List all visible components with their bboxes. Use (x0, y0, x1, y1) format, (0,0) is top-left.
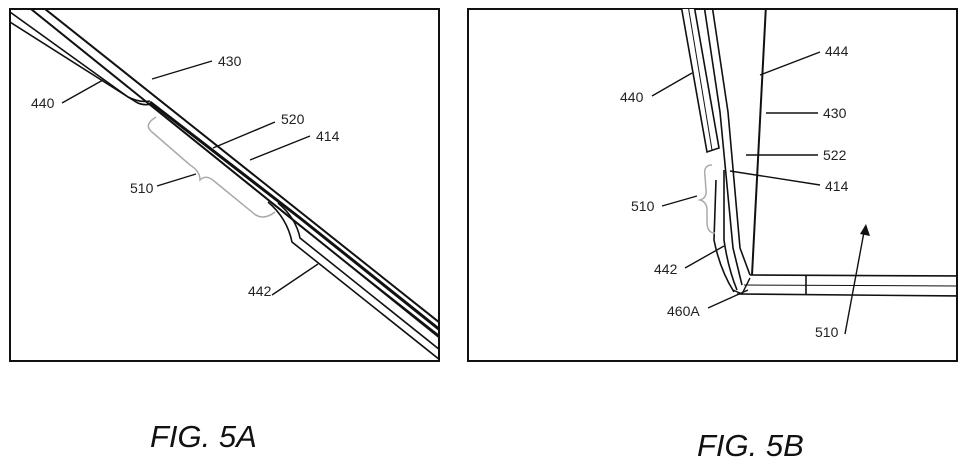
floor-inner-edge (743, 284, 957, 287)
label-414-b: 414 (825, 178, 849, 194)
figure-5a-caption: FIG. 5A (150, 419, 257, 454)
label-510: 510 (130, 180, 154, 196)
label-440-b: 440 (620, 89, 644, 105)
label-460a: 460A (667, 303, 700, 319)
layer-430-upper-line (43, 9, 439, 324)
figure-5b-panel: 444 440 430 522 414 510 442 460A 510 (467, 8, 958, 362)
figure-5b-drawing (680, 9, 957, 297)
layer-442-upper-line (277, 202, 439, 351)
layer-520-inner-line (151, 105, 439, 336)
leader-510 (156, 173, 197, 187)
label-430: 430 (218, 53, 242, 69)
figure-5b-caption: FIG. 5B (697, 428, 804, 462)
strip-440-inner-line (688, 9, 713, 151)
label-442-b: 442 (654, 261, 678, 277)
floor-bottom-edge (736, 293, 957, 297)
leader-414 (249, 135, 311, 161)
leader-520 (212, 121, 276, 149)
layer-520-line (149, 100, 439, 332)
label-444: 444 (825, 43, 849, 59)
wall-444-left-edge (703, 9, 743, 286)
leader-414-b (729, 170, 821, 186)
leader-442-b (684, 245, 725, 269)
leader-460a (707, 289, 749, 309)
figure-5a-drawing (10, 9, 439, 361)
label-430-b: 430 (823, 105, 847, 121)
label-522: 522 (823, 147, 847, 163)
wall-444-right-edge (711, 9, 751, 276)
label-414: 414 (316, 128, 340, 144)
figure-5a-frame (9, 8, 440, 362)
leader-444 (759, 51, 821, 76)
label-440: 440 (31, 95, 55, 111)
brace-510-b (697, 164, 716, 234)
figure-5a-panel: 430 440 520 414 510 442 (9, 8, 440, 362)
arrow-510-head (860, 224, 870, 236)
strip-442-outer (713, 179, 735, 293)
arrow-510-shaft (844, 231, 865, 335)
leader-442 (271, 263, 319, 296)
leader-430 (151, 60, 213, 80)
label-510-b-right: 510 (815, 324, 839, 340)
label-442: 442 (248, 283, 272, 299)
leader-440-b (651, 72, 693, 97)
leader-510-b-left (661, 195, 698, 207)
brace-510 (147, 116, 276, 218)
layer-440-lower-line (10, 21, 153, 106)
leader-440 (61, 79, 104, 104)
label-520: 520 (281, 111, 305, 127)
layer-442-lower-line (267, 201, 439, 361)
strip-442 (723, 170, 738, 291)
label-510-b-left: 510 (631, 198, 655, 214)
corner-joint-460a (732, 277, 751, 295)
floor-top-edge (749, 274, 957, 277)
wall-430-right-edge (751, 9, 767, 276)
